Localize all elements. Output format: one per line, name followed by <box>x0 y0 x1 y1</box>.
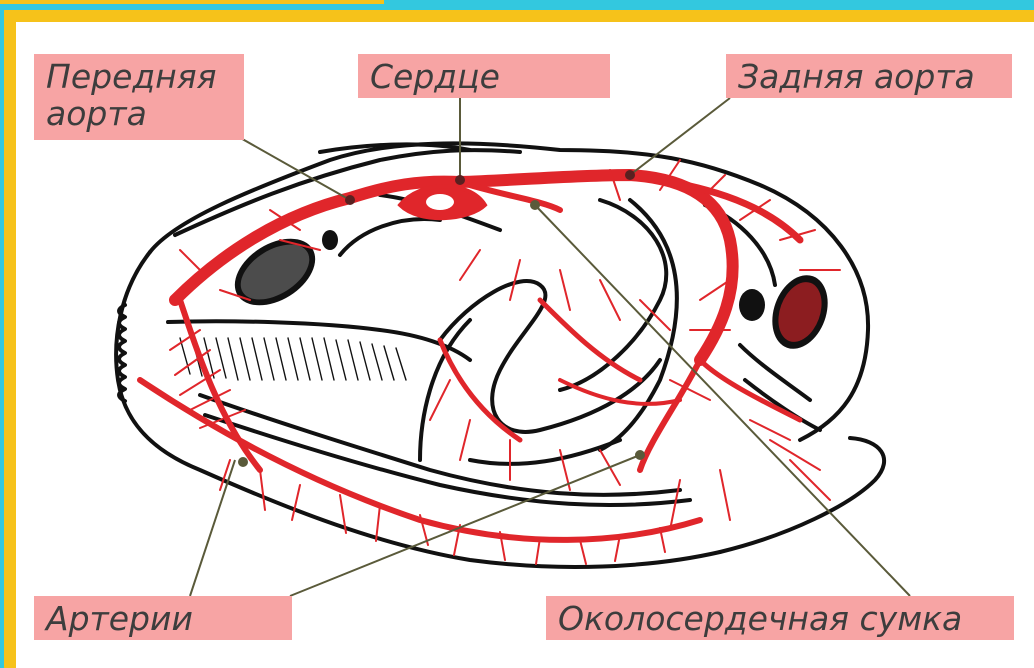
label-anterior-aorta: Передняя аорта <box>34 54 244 140</box>
label-heart: Сердце <box>358 54 610 98</box>
muscle-scars <box>223 225 838 357</box>
label-arteries: Артерии <box>34 596 292 640</box>
heart-lumen <box>426 194 454 210</box>
body-outline <box>116 143 884 567</box>
label-pericardial-sac: Околосердечная сумка <box>546 596 1014 640</box>
label-posterior-aorta: Задняя аорта <box>726 54 1012 98</box>
